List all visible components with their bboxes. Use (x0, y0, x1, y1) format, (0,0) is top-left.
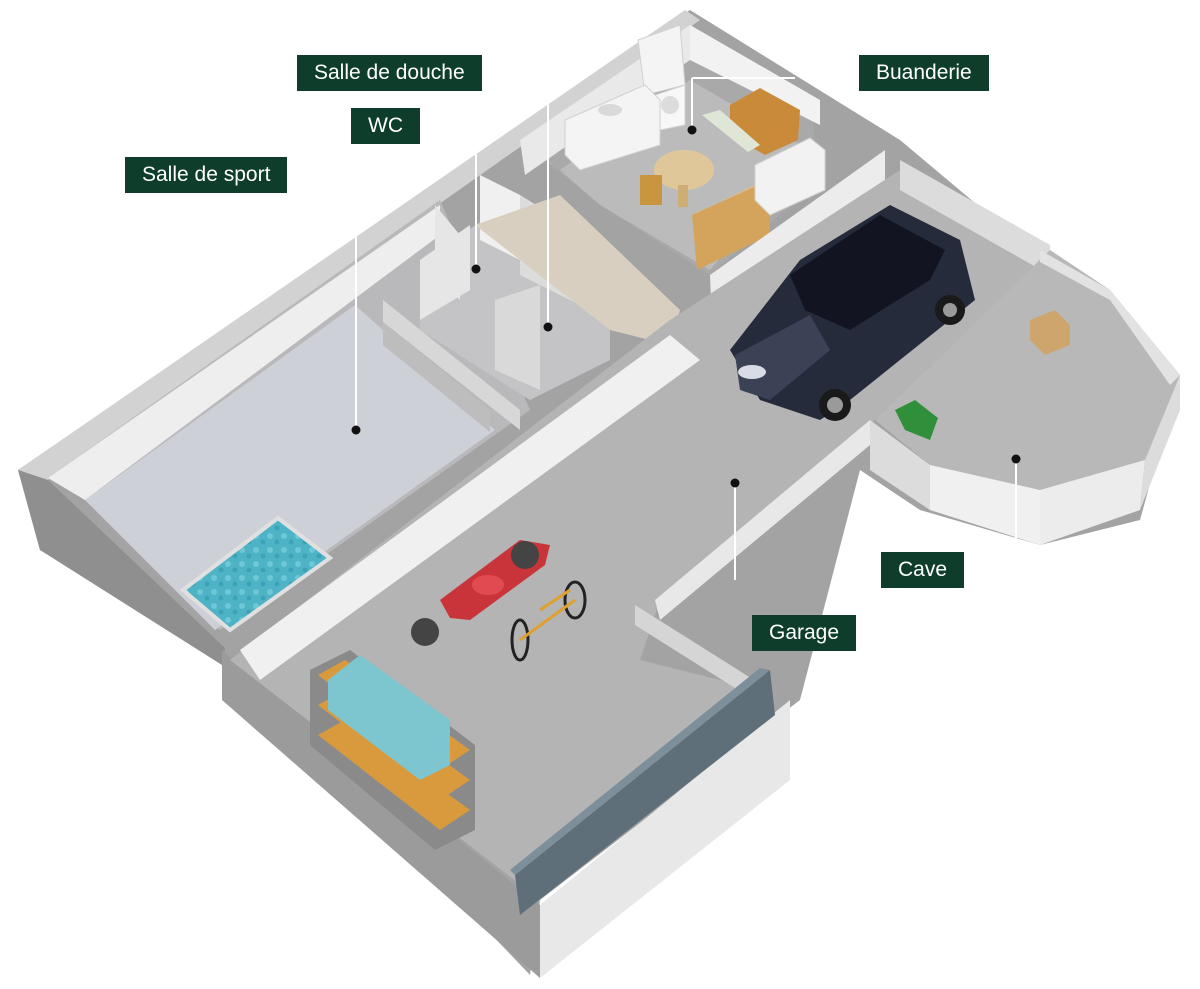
shelving-unit (310, 650, 475, 850)
label-salle-de-sport: Salle de sport (125, 157, 288, 193)
label-wc: WC (351, 108, 420, 144)
dot-wc (471, 264, 481, 274)
room-buanderie (520, 24, 885, 325)
leader-lines (355, 77, 1017, 580)
room-salle-de-sport (48, 200, 530, 633)
room-cave (870, 250, 1180, 545)
car (730, 205, 975, 421)
motorcycle (411, 540, 550, 646)
dot-garage (730, 478, 740, 488)
label-garage: Garage (752, 615, 857, 651)
label-cave: Cave (881, 552, 965, 588)
label-salle-de-douche: Salle de douche (297, 55, 482, 91)
room-wc-douche (420, 175, 680, 400)
dot-salle-de-sport (351, 425, 361, 435)
room-garage (230, 160, 1050, 915)
label-buanderie: Buanderie (859, 55, 989, 91)
leader-dots (351, 125, 1021, 488)
dot-cave (1011, 454, 1021, 464)
pool-water (179, 515, 334, 633)
dot-buanderie (687, 125, 697, 135)
storage-cabinet (515, 670, 775, 915)
dot-salle-de-douche (543, 322, 553, 332)
bicycle (510, 580, 587, 662)
